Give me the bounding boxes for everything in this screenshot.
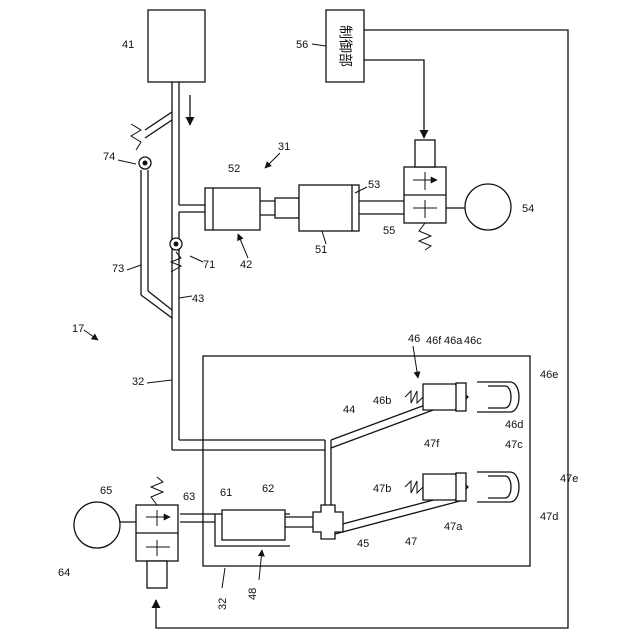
label-32-top: 32 [132, 376, 144, 388]
label-47: 47 [405, 536, 417, 548]
label-43: 43 [192, 293, 204, 305]
label-73: 73 [112, 263, 124, 275]
label-41: 41 [122, 39, 134, 51]
label-31: 31 [278, 141, 290, 153]
manifold-junction [313, 505, 343, 539]
label-45: 45 [357, 538, 369, 550]
label-46f: 46f [426, 335, 442, 347]
cylinder-51 [299, 185, 359, 231]
label-61: 61 [220, 487, 232, 499]
label-62: 62 [262, 483, 274, 495]
label-65: 65 [100, 485, 112, 497]
label-32-bottom: 32 [217, 598, 229, 610]
label-71: 71 [203, 259, 215, 271]
label-46d: 46d [505, 419, 523, 431]
control-signal-line-to-valve-55 [364, 60, 424, 138]
label-51: 51 [315, 244, 327, 256]
label-44: 44 [343, 404, 355, 416]
motor-64 [74, 502, 120, 548]
label-56: 56 [296, 39, 308, 51]
label-64: 64 [58, 567, 70, 579]
label-63: 63 [183, 491, 195, 503]
label-46e: 46e [540, 369, 558, 381]
label-46: 46 [408, 333, 420, 345]
valve-55-solenoid [415, 140, 435, 167]
label-55: 55 [383, 225, 395, 237]
label-53: 53 [368, 179, 380, 191]
label-74: 74 [103, 151, 115, 163]
label-47d: 47d [540, 511, 558, 523]
label-42: 42 [240, 259, 252, 271]
label-46b: 46b [373, 395, 391, 407]
label-47f: 47f [424, 438, 440, 450]
label-47a: 47a [444, 521, 463, 533]
label-48: 48 [247, 588, 259, 600]
valve-65-solenoid [147, 561, 167, 588]
label-52: 52 [228, 163, 240, 175]
label-46a: 46a [444, 335, 463, 347]
label-17: 17 [72, 323, 84, 335]
label-54: 54 [522, 203, 534, 215]
motor-54 [465, 184, 511, 230]
label-47e: 47e [560, 473, 578, 485]
piston-62 [222, 510, 285, 540]
label-47c: 47c [505, 439, 523, 451]
label-47b: 47b [373, 483, 391, 495]
reservoir-41 [148, 10, 205, 82]
label-46c: 46c [464, 335, 482, 347]
controller-label: 制御部 [337, 25, 353, 67]
piston-rod [275, 198, 299, 218]
